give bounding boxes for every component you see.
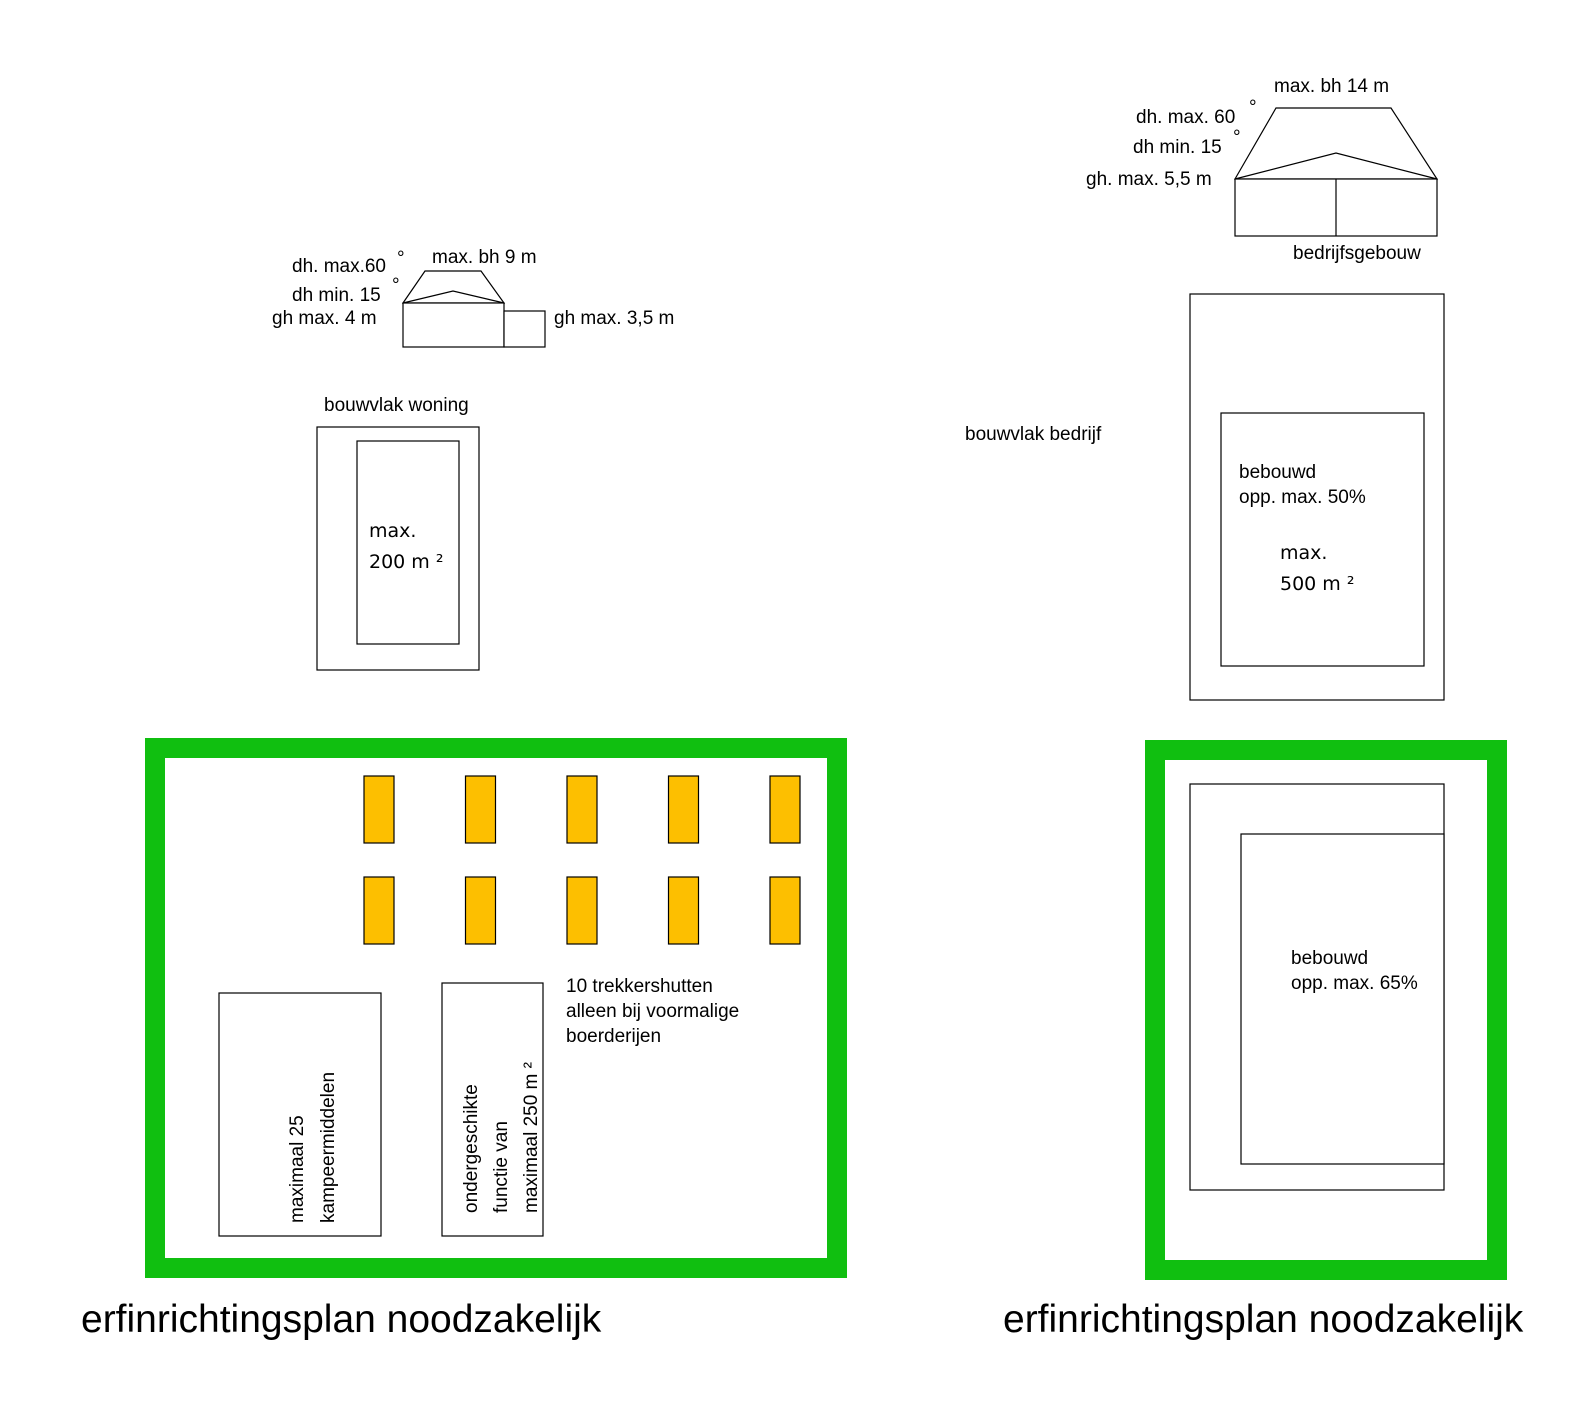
company-roof-outline bbox=[1233, 107, 1439, 180]
hut-grid bbox=[363, 775, 801, 945]
right-yard-caption: erfinrichtingsplan noodzakelijk bbox=[1003, 1298, 1524, 1341]
company-roof-min-degree: ° bbox=[1233, 127, 1241, 148]
company-ridge-label: max. bh 14 m bbox=[1274, 76, 1389, 97]
hut bbox=[769, 775, 801, 844]
hut bbox=[769, 876, 801, 945]
hut bbox=[464, 775, 497, 844]
right-yard-built-line1: bebouwd bbox=[1291, 948, 1368, 969]
house-annex-gutter-label: gh max. 3,5 m bbox=[554, 308, 674, 329]
subordinate-function-area bbox=[441, 982, 544, 1237]
right-yard-built-line2: opp. max. 65% bbox=[1291, 973, 1418, 994]
camping-area bbox=[218, 992, 382, 1237]
left-yard-caption: erfinrichtingsplan noodzakelijk bbox=[81, 1298, 602, 1341]
plot-house-area bbox=[356, 440, 460, 645]
hut bbox=[566, 775, 598, 844]
subordinate-line2: functie van bbox=[491, 1121, 512, 1213]
plot-company-built-area bbox=[1220, 412, 1425, 667]
plot-house-area-line2: 200 m ² bbox=[369, 551, 443, 573]
huts-line3: boerderijen bbox=[566, 1026, 661, 1047]
subordinate-line3: maximaal 250 m ² bbox=[521, 1062, 542, 1213]
plot-house-label: bouwvlak woning bbox=[324, 395, 469, 416]
company-gutter-label: gh. max. 5,5 m bbox=[1086, 169, 1212, 190]
hut bbox=[363, 876, 395, 945]
hut bbox=[667, 775, 700, 844]
left-yard-frame bbox=[145, 738, 847, 1278]
house-roof-ridge bbox=[402, 290, 505, 304]
house-roof-max-label: dh. max.60 bbox=[292, 256, 386, 277]
right-yard-built-area bbox=[1240, 833, 1445, 1165]
house-roof-outline bbox=[401, 270, 506, 304]
house-annex bbox=[503, 310, 546, 348]
company-roof-max-label: dh. max. 60 bbox=[1136, 107, 1235, 128]
house-profile bbox=[401, 270, 546, 348]
hut bbox=[667, 876, 700, 945]
company-roof-max-degree: ° bbox=[1249, 97, 1257, 118]
company-roof-ridge bbox=[1234, 152, 1438, 180]
right-yard-frame bbox=[1145, 740, 1507, 1280]
company-roof-min-label: dh min. 15 bbox=[1133, 137, 1222, 158]
plot-company-built-line2: opp. max. 50% bbox=[1239, 487, 1366, 508]
plot-company-area-line2: 500 m ² bbox=[1280, 573, 1354, 595]
plot-house-area-line1: max. bbox=[369, 520, 416, 542]
house-gutter-label: gh max. 4 m bbox=[272, 308, 377, 329]
house-roof-min-degree: ° bbox=[392, 275, 400, 296]
plot-company-area-line1: max. bbox=[1280, 542, 1327, 564]
hut bbox=[464, 876, 497, 945]
huts-line2: alleen bij voormalige bbox=[566, 1001, 739, 1022]
house-ridge-label: max. bh 9 m bbox=[432, 247, 537, 268]
hut bbox=[363, 775, 395, 844]
house-body bbox=[402, 302, 505, 348]
plot-company-label: bouwvlak bedrijf bbox=[965, 424, 1102, 445]
house-roof-min-label: dh min. 15 bbox=[292, 285, 381, 306]
huts-line1: 10 trekkershutten bbox=[566, 976, 713, 997]
company-building-label: bedrijfsgebouw bbox=[1293, 243, 1421, 264]
camping-line1: maximaal 25 bbox=[287, 1115, 308, 1223]
company-profile bbox=[1233, 107, 1439, 237]
hut bbox=[566, 876, 598, 945]
house-roof-max-degree: ° bbox=[397, 248, 405, 269]
subordinate-line1: ondergeschikte bbox=[461, 1084, 482, 1213]
camping-line2: kampeermiddelen bbox=[318, 1072, 339, 1223]
plot-company-built-line1: bebouwd bbox=[1239, 462, 1316, 483]
